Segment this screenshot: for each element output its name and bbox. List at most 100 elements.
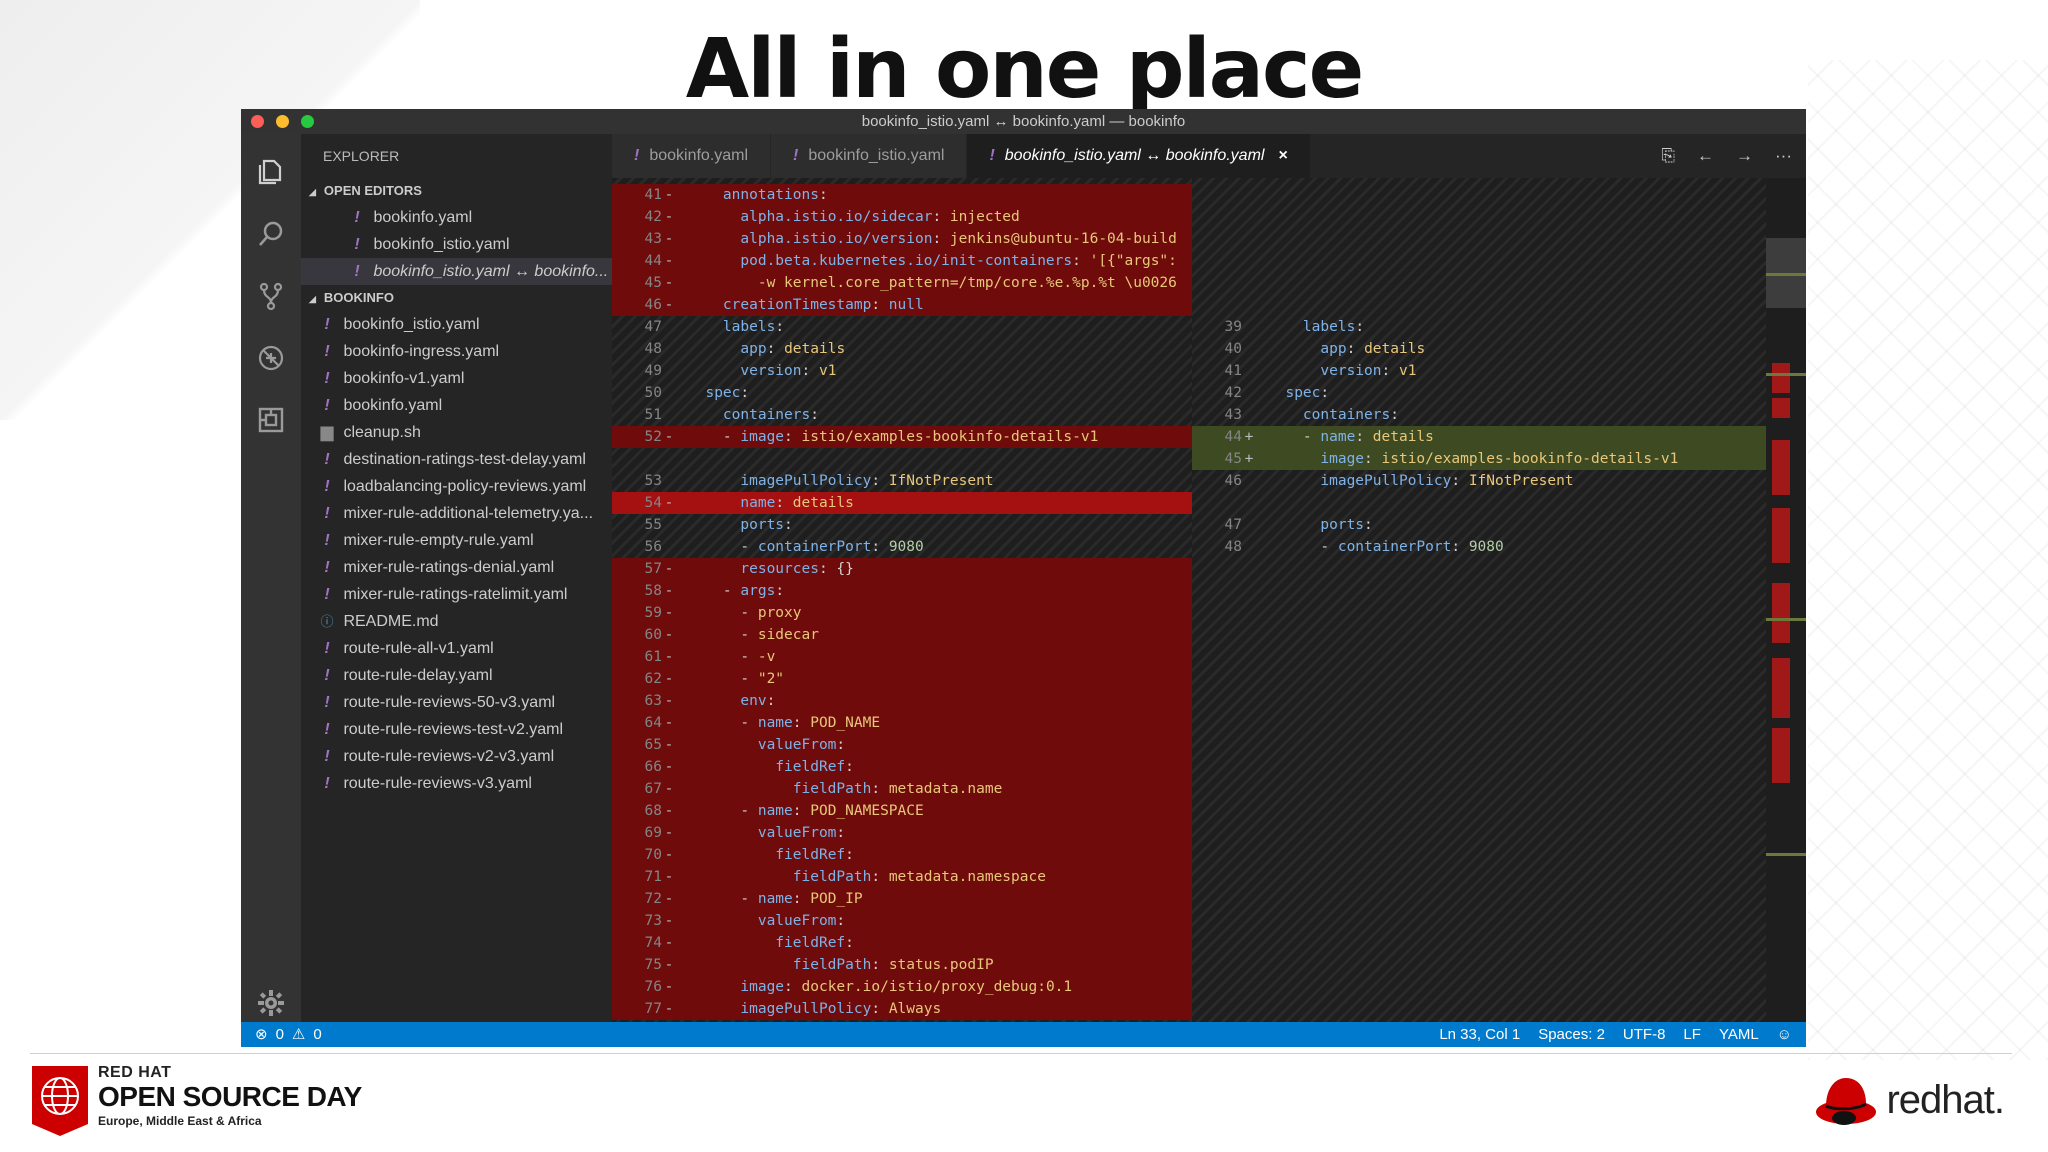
- open-editor-item[interactable]: ! bookinfo.yaml: [301, 204, 612, 231]
- line-number: 45: [644, 275, 662, 291]
- tab-bookinfo-istio[interactable]: !bookinfo_istio.yaml: [771, 134, 968, 178]
- open-editor-item-active[interactable]: ! bookinfo_istio.yaml ↔ bookinfo...: [301, 258, 612, 285]
- deletion-marker: [1772, 728, 1790, 783]
- code-token: args: [740, 583, 776, 599]
- overview-ruler[interactable]: [1766, 178, 1806, 1022]
- gear-icon[interactable]: [255, 987, 287, 1019]
- insertion-marker: [1766, 618, 1806, 621]
- file-item[interactable]: ! route-rule-delay.yaml: [301, 662, 612, 689]
- code-token: :: [836, 913, 846, 929]
- file-item[interactable]: ! route-rule-reviews-50-v3.yaml: [301, 689, 612, 716]
- code-token: image: [740, 429, 785, 445]
- code-token: POD_IP: [810, 891, 863, 907]
- minimize-window-button[interactable]: [276, 115, 289, 128]
- problems-indicator[interactable]: ⊗0 ⚠0: [255, 1022, 322, 1047]
- code-token: docker.io/istio/proxy_debug:0.1: [801, 979, 1073, 995]
- file-item[interactable]: ! bookinfo-ingress.yaml: [301, 338, 612, 365]
- indentation[interactable]: Spaces: 2: [1538, 1026, 1605, 1043]
- code-token: :: [766, 693, 776, 709]
- file-item[interactable]: ! mixer-rule-additional-telemetry.ya...: [301, 500, 612, 527]
- file-item[interactable]: ! route-rule-reviews-v3.yaml: [301, 770, 612, 797]
- diff-editor[interactable]: 41- annotations:42- alpha.istio.io/sidec…: [612, 178, 1806, 1022]
- yaml-file-icon: !: [324, 505, 330, 522]
- file-label: route-rule-reviews-v3.yaml: [343, 775, 532, 792]
- code-token: spec: [1285, 385, 1321, 401]
- tab-diff-active[interactable]: !bookinfo_istio.yaml ↔ bookinfo.yaml×: [967, 134, 1311, 178]
- footer-divider: [30, 1053, 2012, 1054]
- file-label: mixer-rule-empty-rule.yaml: [343, 532, 534, 549]
- files-icon[interactable]: [255, 156, 287, 188]
- code-token: fieldRef: [775, 935, 846, 951]
- file-item[interactable]: ! loadbalancing-policy-reviews.yaml: [301, 473, 612, 500]
- code-line: 63- env:: [612, 690, 1192, 712]
- search-icon[interactable]: [255, 218, 287, 250]
- file-label: README.md: [343, 613, 439, 630]
- code-token: [688, 473, 740, 489]
- open-file-icon[interactable]: ⎘: [1661, 146, 1676, 165]
- file-item[interactable]: ! route-rule-reviews-test-v2.yaml: [301, 716, 612, 743]
- folder-section[interactable]: ◢BOOKINFO: [301, 285, 612, 311]
- code-token: :: [932, 209, 950, 225]
- close-icon[interactable]: ×: [1278, 147, 1288, 164]
- extensions-icon[interactable]: [255, 404, 287, 436]
- end-of-line[interactable]: LF: [1683, 1026, 1701, 1043]
- diff-marker: -: [664, 803, 674, 819]
- code-line: 57- resources: {}: [612, 558, 1192, 580]
- code-token: [688, 935, 775, 951]
- file-item[interactable]: ! bookinfo_istio.yaml: [301, 311, 612, 338]
- file-item[interactable]: ! mixer-rule-empty-rule.yaml: [301, 527, 612, 554]
- code-token: istio/examples-bookinfo-details-v1: [801, 429, 1099, 445]
- close-window-button[interactable]: [251, 115, 264, 128]
- code-token: fieldRef: [775, 847, 846, 863]
- previous-change-icon[interactable]: ←: [1697, 146, 1715, 165]
- file-item[interactable]: ! route-rule-all-v1.yaml: [301, 635, 612, 662]
- yaml-file-icon: !: [324, 748, 330, 765]
- code-token: [688, 1001, 740, 1017]
- next-change-icon[interactable]: →: [1736, 146, 1754, 165]
- file-label: mixer-rule-additional-telemetry.ya...: [343, 505, 594, 522]
- more-actions-icon[interactable]: ···: [1775, 146, 1792, 165]
- diff-filler: [1192, 228, 1772, 250]
- debug-icon[interactable]: [255, 342, 287, 374]
- file-label: bookinfo-ingress.yaml: [343, 343, 500, 360]
- language-mode[interactable]: YAML: [1718, 1026, 1759, 1043]
- code-line: 60- - sidecar: [612, 624, 1192, 646]
- yaml-file-icon: !: [354, 263, 360, 280]
- file-item[interactable]: ! mixer-rule-ratings-denial.yaml: [301, 554, 612, 581]
- source-control-icon[interactable]: [255, 280, 287, 312]
- code-token: ports: [740, 517, 785, 533]
- osd-line-2: OPEN SOURCE DAY: [98, 1081, 362, 1112]
- maximize-window-button[interactable]: [301, 115, 314, 128]
- open-editor-item[interactable]: ! bookinfo_istio.yaml: [301, 231, 612, 258]
- code-token: [688, 253, 740, 269]
- code-token: containerPort: [757, 539, 872, 555]
- encoding[interactable]: UTF-8: [1622, 1026, 1666, 1043]
- code-text: env:: [676, 693, 775, 709]
- osd-line-1: RED HAT: [98, 1064, 172, 1081]
- file-item[interactable]: ! mixer-rule-ratings-ratelimit.yaml: [301, 581, 612, 608]
- code-token: :: [871, 473, 889, 489]
- insertion-marker: [1766, 273, 1806, 276]
- code-text: - name: details: [1256, 429, 1434, 445]
- diff-original-pane[interactable]: 41- annotations:42- alpha.istio.io/sidec…: [612, 178, 1192, 1022]
- open-editors-section[interactable]: ◢OPEN EDITORS: [301, 178, 612, 204]
- cursor-position[interactable]: Ln 33, Col 1: [1439, 1026, 1521, 1043]
- file-item[interactable]: ! bookinfo.yaml: [301, 392, 612, 419]
- tab-bookinfo[interactable]: !bookinfo.yaml: [612, 134, 772, 178]
- file-item[interactable]: ▆ cleanup.sh: [301, 419, 612, 446]
- feedback-icon[interactable]: ☺: [1776, 1026, 1792, 1043]
- code-text: containers:: [1256, 407, 1399, 423]
- code-line: 55 ports:: [612, 514, 1192, 536]
- code-token: containers: [1302, 407, 1391, 423]
- code-token: [688, 825, 758, 841]
- code-text: spec:: [676, 385, 749, 401]
- file-item[interactable]: ! bookinfo-v1.yaml: [301, 365, 612, 392]
- code-token: :: [1451, 539, 1469, 555]
- diff-filler: [1192, 294, 1772, 316]
- file-item[interactable]: ⓘ README.md: [301, 608, 612, 635]
- code-line: 45+ image: istio/examples-bookinfo-detai…: [1192, 448, 1772, 470]
- code-token: labels: [722, 319, 776, 335]
- file-item[interactable]: ! route-rule-reviews-v2-v3.yaml: [301, 743, 612, 770]
- file-item[interactable]: ! destination-ratings-test-delay.yaml: [301, 446, 612, 473]
